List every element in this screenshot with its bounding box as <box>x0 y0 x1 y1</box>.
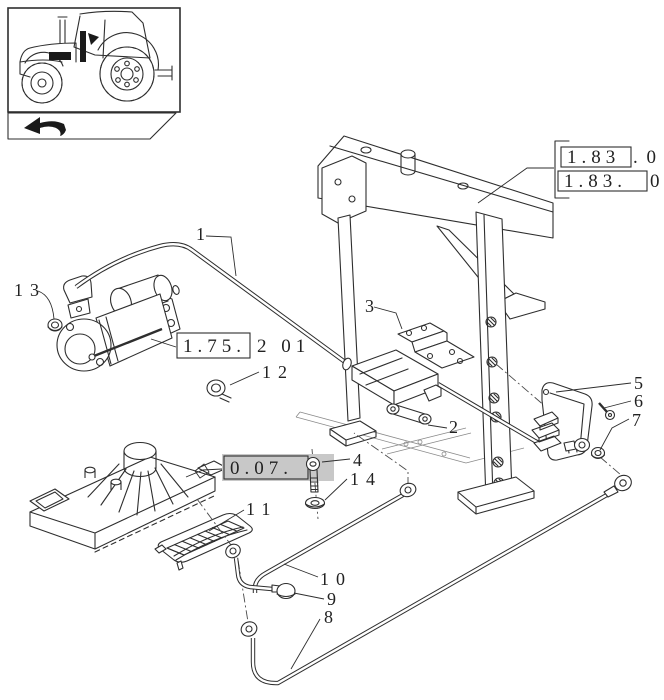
ref-starter-boxed[interactable]: 1.75. <box>183 336 246 357</box>
ref-link-starter-section[interactable]: 1.75. 2 01 <box>176 332 310 359</box>
nut-7-drawing <box>590 446 606 460</box>
tractor-thumbnail <box>7 7 181 140</box>
ref-link-frame-section[interactable]: 1.83 . 0 1.83. 0 <box>477 140 662 204</box>
callout-13[interactable]: 13 <box>14 280 46 300</box>
leader-lines <box>37 235 632 670</box>
callout-11[interactable]: 11 <box>246 499 277 519</box>
callout-1[interactable]: 1 <box>196 224 205 244</box>
callout-10[interactable]: 10 <box>320 569 352 589</box>
callout-9[interactable]: 9 <box>327 589 336 609</box>
screw-drawing <box>598 402 616 421</box>
starter-motor-drawing <box>56 274 181 372</box>
tractor-side-view-icon <box>19 10 173 104</box>
callout-numbers: 1 2 3 4 5 6 7 8 9 10 11 12 13 14 <box>14 224 643 627</box>
ref-manifold-label[interactable]: 0.07. <box>230 458 293 479</box>
return-arrow-icon <box>24 117 66 136</box>
fuse-holder-drawing <box>342 349 442 406</box>
terminal-cap-drawing <box>276 582 296 600</box>
ref-starter-suffix[interactable]: 2 01 <box>257 336 310 357</box>
heater-lead-drawing <box>233 557 281 593</box>
support-frame-drawing <box>317 135 554 515</box>
mounting-bracket-drawing <box>397 322 475 369</box>
ref-frame-top-suffix[interactable]: . 0 <box>633 147 658 168</box>
washer-drawing <box>304 496 326 510</box>
ref-frame-bottom-boxed[interactable]: 1.83. <box>564 171 627 192</box>
callout-14[interactable]: 14 <box>350 469 382 489</box>
callout-7[interactable]: 7 <box>632 410 641 430</box>
callout-3[interactable]: 3 <box>365 296 374 316</box>
clamp-drawing <box>206 379 232 403</box>
bolt-drawing <box>305 456 321 493</box>
callout-6[interactable]: 6 <box>634 391 643 411</box>
cable-8-drawing <box>250 490 614 686</box>
grid-heater-drawing <box>154 512 253 571</box>
nut-13-drawing <box>47 318 63 332</box>
nav-tab[interactable] <box>7 112 177 140</box>
cable-terminals <box>225 437 632 637</box>
engine-platform-outline <box>295 411 525 464</box>
ref-frame-top-boxed[interactable]: 1.83 <box>567 147 620 168</box>
intake-manifold-drawing <box>29 441 228 553</box>
callout-12[interactable]: 12 <box>262 362 294 382</box>
fuse-link-drawing <box>386 403 432 425</box>
callout-8[interactable]: 8 <box>324 607 333 627</box>
callout-4[interactable]: 4 <box>353 450 362 470</box>
callout-2[interactable]: 2 <box>449 417 458 437</box>
callout-5[interactable]: 5 <box>634 373 643 393</box>
ref-frame-bottom-suffix[interactable]: 0 <box>650 171 662 192</box>
